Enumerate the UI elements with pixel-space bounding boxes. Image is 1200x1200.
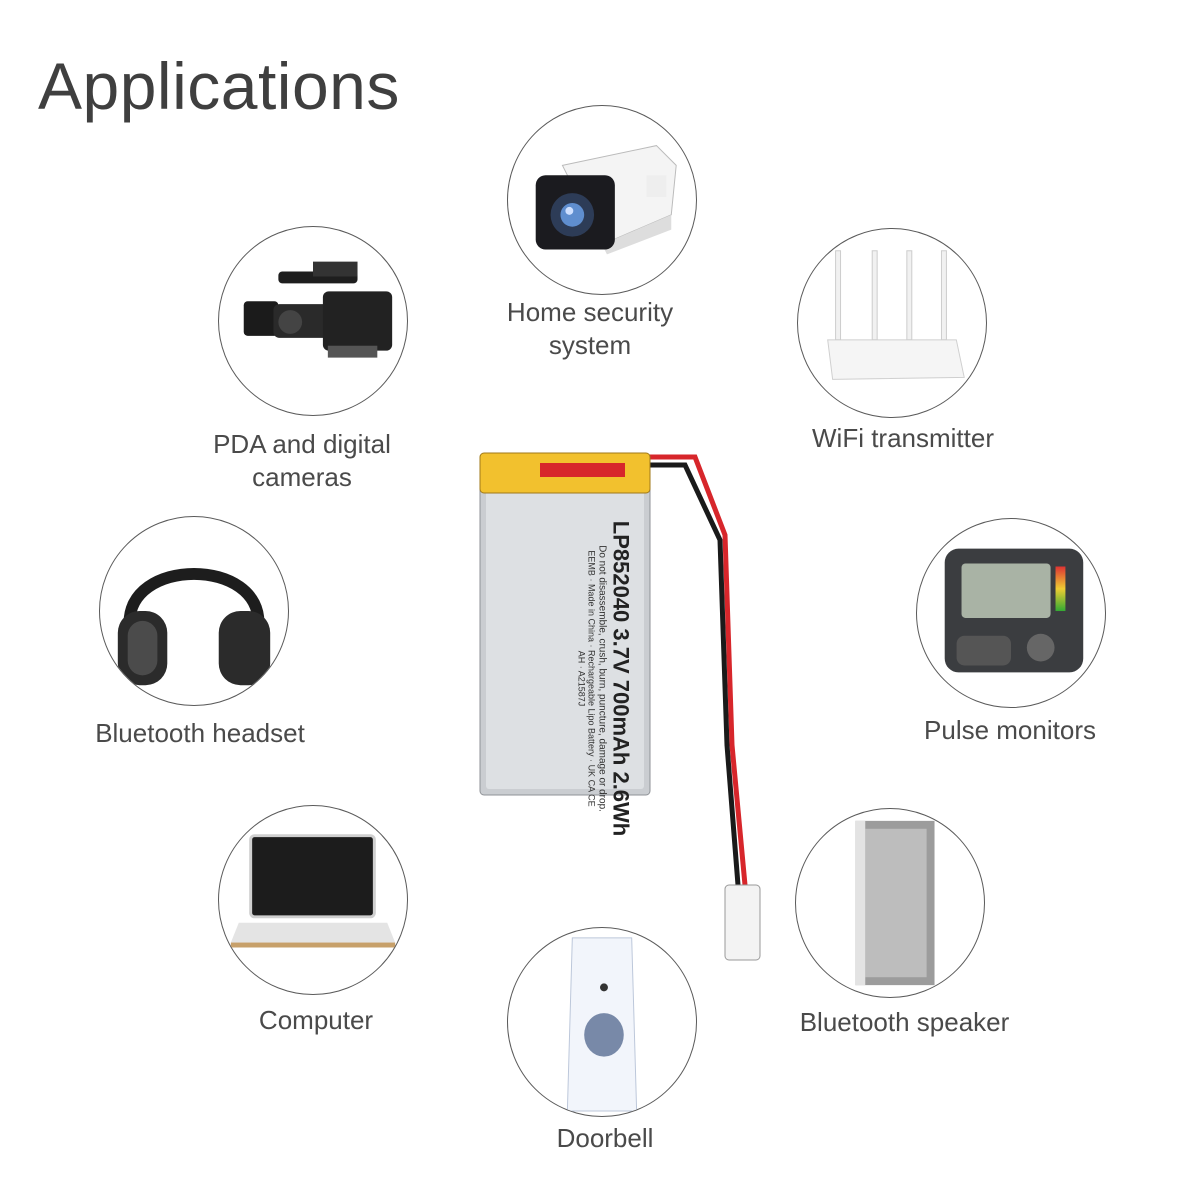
security-camera-icon — [535, 145, 677, 255]
wifi-circle — [797, 228, 987, 418]
computer-label: Computer — [258, 1005, 374, 1035]
doorbell-circle — [507, 927, 697, 1117]
pulse-label: Pulse monitors — [924, 715, 1096, 745]
speaker-icon — [855, 820, 935, 986]
black-wire — [648, 462, 741, 886]
speaker-label: Bluetooth speaker — [799, 1007, 1010, 1037]
connector — [724, 884, 761, 961]
page-title: Applications — [38, 49, 400, 123]
router-icon — [827, 250, 965, 380]
pulse-circle — [916, 518, 1106, 708]
battery-label-text: LP852040 3.7V 700mAh 2.6Wh Do not disass… — [576, 520, 634, 837]
pda-circle — [218, 226, 408, 416]
headphones-icon — [117, 568, 271, 686]
wifi-label: WiFi transmitter — [812, 423, 994, 453]
video-camera-icon — [243, 261, 393, 358]
laptop-icon — [230, 834, 396, 948]
headset-circle — [99, 516, 289, 706]
doorbell-label: Doorbell — [556, 1123, 654, 1153]
blood-pressure-monitor-icon — [944, 548, 1084, 673]
headset-label: Bluetooth headset — [95, 718, 305, 748]
battery-product: LP852040 3.7V 700mAh 2.6Wh Do not disass… — [470, 445, 790, 965]
home-security-circle — [507, 105, 697, 295]
speaker-circle — [795, 808, 985, 998]
red-wire — [648, 454, 748, 886]
computer-circle — [218, 805, 408, 995]
